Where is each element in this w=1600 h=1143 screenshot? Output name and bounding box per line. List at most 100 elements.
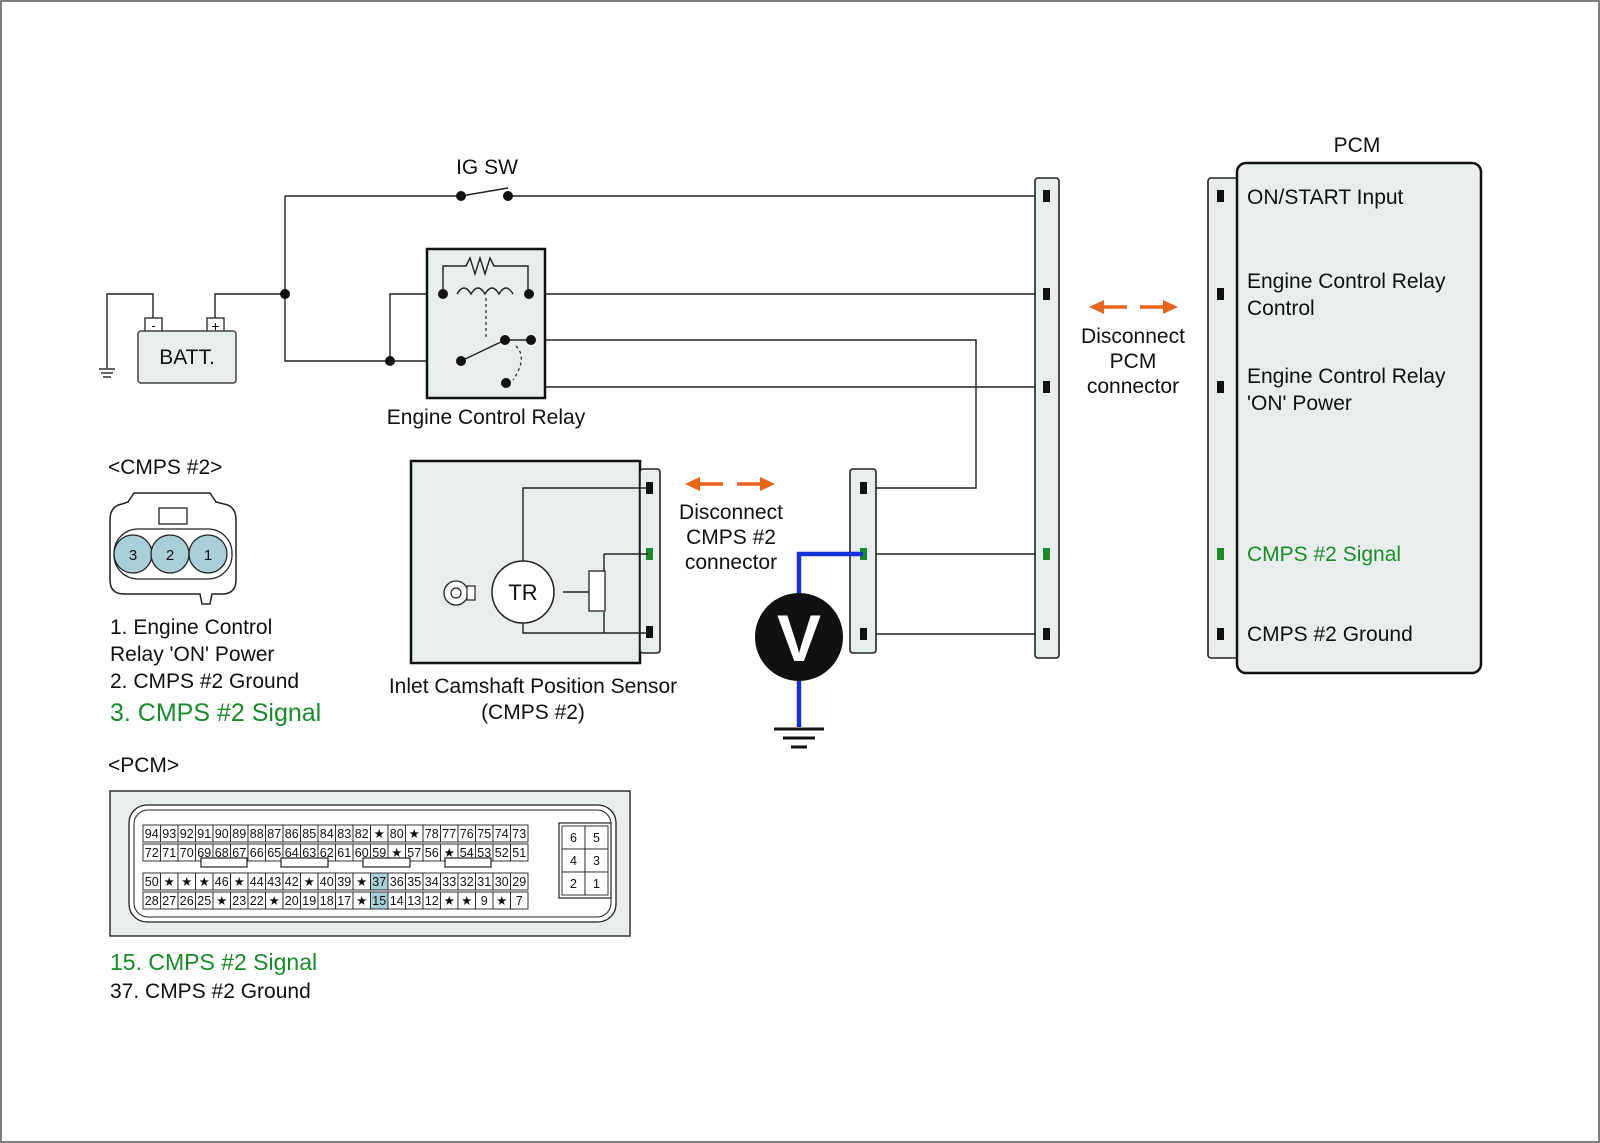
pcm-pin-label: 78 bbox=[425, 827, 439, 841]
pcm-pin-label: ★ bbox=[304, 875, 315, 889]
pcm-pin-label: 60 bbox=[355, 846, 369, 860]
pcm-pin-label: 84 bbox=[320, 827, 334, 841]
pcm-pin-label: 69 bbox=[197, 846, 211, 860]
pcm-pin-label: 82 bbox=[355, 827, 369, 841]
pcm-pin-label: ★ bbox=[391, 846, 402, 860]
ig-switch-label: IG SW bbox=[456, 156, 518, 179]
pcm-small-pin-label: 2 bbox=[570, 877, 577, 891]
pcm-pin-label: 14 bbox=[390, 894, 404, 908]
pcm-pin-cell bbox=[510, 891, 529, 910]
pcm-title: PCM bbox=[1334, 134, 1381, 157]
sensor-label-line2: (CMPS #2) bbox=[481, 701, 585, 724]
pcm-pin-relay-control-line1: Engine Control Relay bbox=[1247, 270, 1446, 293]
pcm-pin-label: 74 bbox=[495, 827, 509, 841]
pcm-pin-label: 75 bbox=[477, 827, 491, 841]
battery: - + BATT. bbox=[137, 317, 237, 384]
pcm-pin-cell bbox=[510, 843, 529, 862]
pcm-pin-label: 57 bbox=[407, 846, 421, 860]
pcm-pin-cell bbox=[510, 824, 529, 843]
pcm-pin-label: 13 bbox=[407, 894, 421, 908]
pcm-pin-label: 50 bbox=[145, 875, 159, 889]
pcm-pin-cmps-signal: CMPS #2 Signal bbox=[1247, 543, 1401, 566]
pcm-pin-label: 56 bbox=[425, 846, 439, 860]
pcm-small-pin-label: 1 bbox=[593, 877, 600, 891]
transistor-label: TR bbox=[508, 580, 537, 605]
pcm-legend-ground: 37. CMPS #2 Ground bbox=[110, 980, 311, 1003]
voltmeter: V bbox=[755, 551, 863, 749]
battery-label: BATT. bbox=[159, 346, 215, 369]
pcm-pin-label: 7 bbox=[516, 894, 523, 908]
pcm-pin-cmps-ground: CMPS #2 Ground bbox=[1247, 623, 1413, 646]
pcm-pin-label: 28 bbox=[145, 894, 159, 908]
pcm-module: PCM ON/START Input Engine Control Relay … bbox=[1207, 134, 1483, 675]
pcm-pin-label: 67 bbox=[232, 846, 246, 860]
pcm-pin-label: 68 bbox=[215, 846, 229, 860]
cmps-pin-3: 3 bbox=[129, 547, 137, 564]
pcm-small-pin-cell bbox=[584, 871, 609, 896]
pcm-pin-label: 76 bbox=[460, 827, 474, 841]
pcm-pin-label: ★ bbox=[374, 827, 385, 841]
pcm-pin-label: 44 bbox=[250, 875, 264, 889]
pcm-small-pin-label: 5 bbox=[593, 831, 600, 845]
cmps-legend-line3: 2. CMPS #2 Ground bbox=[110, 670, 299, 693]
pcm-pin-label: 9 bbox=[481, 894, 488, 908]
pcm-pin-label: 70 bbox=[180, 846, 194, 860]
cmps-sensor: TR Inlet Camshaft Position Sensor (CMPS … bbox=[389, 459, 677, 724]
pcm-pin-label: ★ bbox=[356, 894, 367, 908]
pcm-pin-label: 71 bbox=[162, 846, 176, 860]
wires bbox=[99, 187, 1047, 635]
pcm-pin-label: 46 bbox=[215, 875, 229, 889]
pcm-pin-label: 39 bbox=[337, 875, 351, 889]
pcm-pin-label: ★ bbox=[444, 894, 455, 908]
pcm-pin-label: 62 bbox=[320, 846, 334, 860]
disconnect-pcm-arrow bbox=[1089, 300, 1178, 314]
pcm-connector-keys bbox=[200, 857, 492, 868]
pcm-pin-label: 36 bbox=[390, 875, 404, 889]
pcm-pin-label: 59 bbox=[372, 846, 386, 860]
pcm-pin-label: 15 bbox=[372, 894, 386, 908]
junction-dots bbox=[280, 191, 513, 366]
pcm-pin-label: ★ bbox=[164, 875, 175, 889]
pcm-pin-on-start-input: ON/START Input bbox=[1247, 186, 1404, 209]
pcm-pin-label: 42 bbox=[285, 875, 299, 889]
pcm-pin-label: ★ bbox=[409, 827, 420, 841]
pcm-small-pin-block: 6 5 4 3 2 1 bbox=[558, 822, 612, 899]
pcm-pin-label: 91 bbox=[197, 827, 211, 841]
disconnect-cmps-arrow bbox=[685, 477, 775, 491]
pcm-pin-label: 23 bbox=[232, 894, 246, 908]
pcm-pin-label: 31 bbox=[477, 875, 491, 889]
pcm-pin-label: 27 bbox=[162, 894, 176, 908]
pcm-small-pin-label: 6 bbox=[570, 831, 577, 845]
cmps-harness-connector bbox=[849, 468, 877, 654]
pcm-pin-label: 51 bbox=[512, 846, 526, 860]
pcm-pin-label: 66 bbox=[250, 846, 264, 860]
pcm-pin-relay-on-power-line1: Engine Control Relay bbox=[1247, 365, 1446, 388]
pcm-pin-label: 54 bbox=[460, 846, 474, 860]
cmps-legend-line1: 1. Engine Control bbox=[110, 616, 272, 639]
pcm-pin-label: 35 bbox=[407, 875, 421, 889]
pcm-pin-label: ★ bbox=[269, 894, 280, 908]
pcm-pin-label: 34 bbox=[425, 875, 439, 889]
pcm-pin-label: ★ bbox=[444, 846, 455, 860]
pcm-pin-label: 87 bbox=[267, 827, 281, 841]
pcm-pin-label: 94 bbox=[145, 827, 159, 841]
pcm-pin-label: 25 bbox=[197, 894, 211, 908]
pcm-small-pin-label: 3 bbox=[593, 854, 600, 868]
pcm-pin-label: 18 bbox=[320, 894, 334, 908]
disconnect-pcm-line1: Disconnect bbox=[1081, 325, 1185, 348]
pcm-pin-label: 40 bbox=[320, 875, 334, 889]
sensor-label-line1: Inlet Camshaft Position Sensor bbox=[389, 675, 677, 698]
pcm-pin-label: 20 bbox=[285, 894, 299, 908]
disconnect-cmps-line3: connector bbox=[685, 551, 777, 574]
cmps-connector-face: <CMPS #2> 3 2 1 1. Engine Control Relay … bbox=[108, 456, 321, 727]
disconnect-cmps-line1: Disconnect bbox=[679, 501, 783, 524]
pcm-pin-label: ★ bbox=[199, 875, 210, 889]
cmps-pin-1: 1 bbox=[204, 547, 212, 564]
pcm-pin-label: 61 bbox=[337, 846, 351, 860]
pcm-pin-label: 17 bbox=[337, 894, 351, 908]
pcm-pin-label: 53 bbox=[477, 846, 491, 860]
pcm-small-pin-label: 4 bbox=[570, 854, 577, 868]
pcm-legend-signal: 15. CMPS #2 Signal bbox=[110, 949, 317, 975]
disconnect-pcm-line2: PCM bbox=[1110, 350, 1157, 373]
